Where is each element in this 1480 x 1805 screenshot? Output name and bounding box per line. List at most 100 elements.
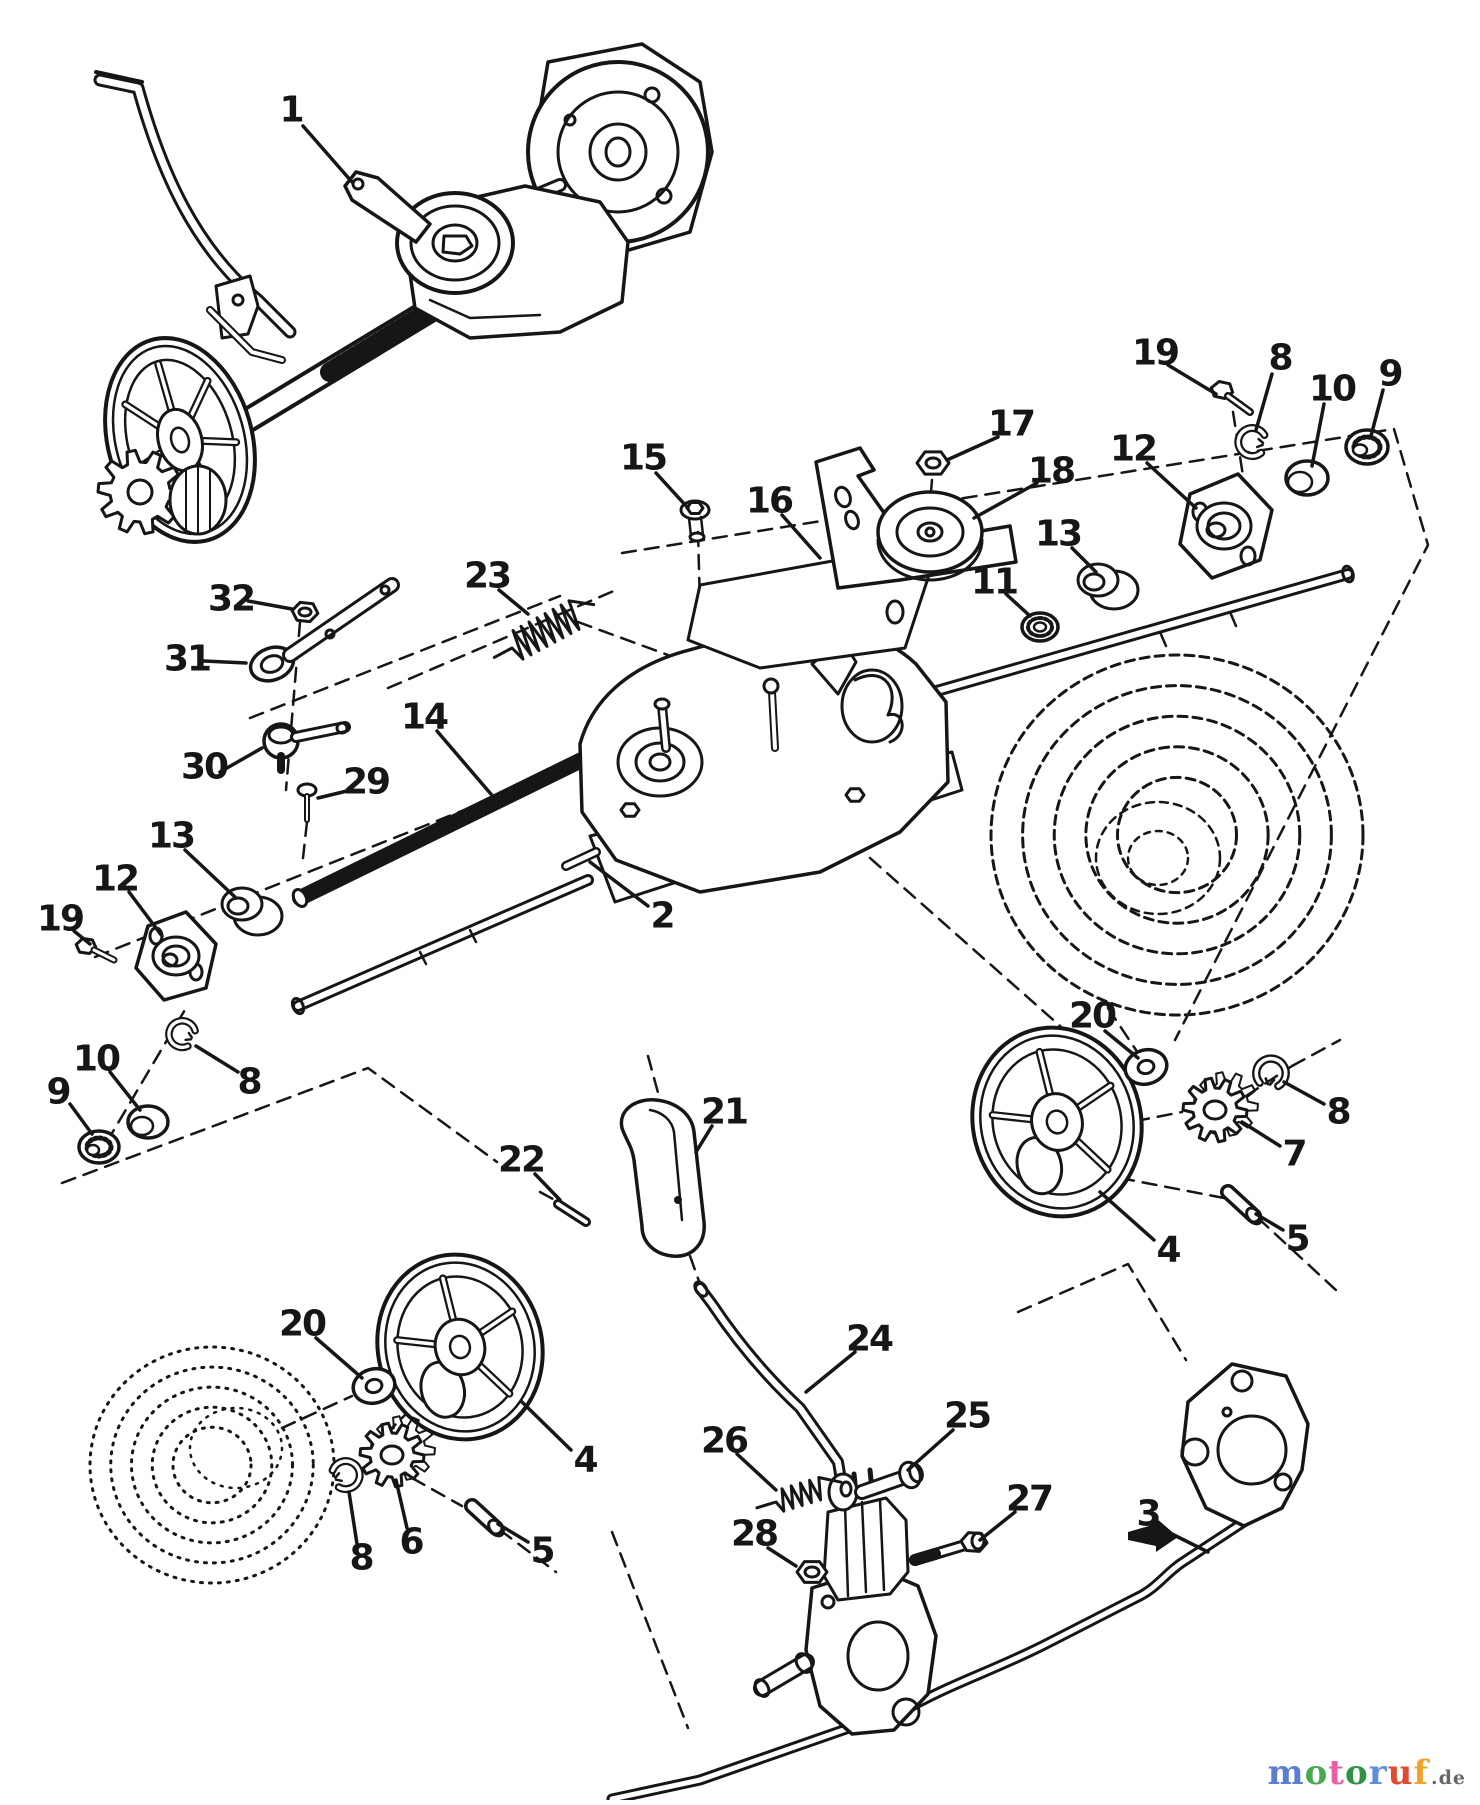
svg-text:2: 2	[650, 896, 673, 937]
callout-30: 30	[181, 746, 264, 788]
svg-text:23: 23	[464, 556, 510, 597]
svg-text:12: 12	[1110, 429, 1156, 470]
callout-20: 20	[1069, 996, 1140, 1060]
callout-13: 13	[148, 816, 238, 900]
svg-text:17: 17	[988, 404, 1034, 445]
callout-4: 4	[520, 1400, 599, 1481]
callout-9: 9	[1369, 354, 1404, 438]
svg-text:16: 16	[746, 481, 793, 522]
callout-28: 28	[731, 1514, 798, 1568]
callout-3: 3	[1128, 1494, 1210, 1554]
nut-28	[795, 1560, 829, 1584]
watermark-letter: o	[1304, 1753, 1329, 1793]
tire-right-hub	[1094, 800, 1222, 916]
callout-21: 21	[694, 1092, 749, 1154]
watermark-logo: motoruf.de	[1268, 1756, 1466, 1790]
svg-text:8: 8	[349, 1538, 372, 1579]
svg-text:22: 22	[498, 1140, 544, 1181]
callout-27: 27	[978, 1479, 1054, 1542]
svg-text:9: 9	[1378, 354, 1401, 395]
callout-5: 5	[496, 1522, 556, 1572]
pulley-18	[876, 490, 984, 574]
svg-text:19: 19	[1132, 333, 1178, 374]
watermark-suffix: .de	[1431, 1767, 1466, 1789]
svg-text:7: 7	[1282, 1134, 1305, 1175]
callout-11: 11	[971, 562, 1032, 618]
washer-20-right	[1123, 1047, 1169, 1087]
callout-32: 32	[208, 579, 294, 620]
callout-10: 10	[73, 1039, 142, 1112]
tire-right	[989, 653, 1365, 1017]
svg-text:12: 12	[92, 859, 138, 900]
idler-bracket-group	[679, 446, 1018, 670]
callout-9: 9	[46, 1072, 94, 1136]
svg-text:3: 3	[1136, 1494, 1159, 1535]
svg-text:4: 4	[1156, 1230, 1180, 1271]
watermark-letter: m	[1267, 1753, 1305, 1793]
axle-shaft	[290, 564, 1355, 1016]
callout-19: 19	[37, 899, 92, 946]
callout-8: 8	[194, 1044, 263, 1103]
callout-14: 14	[401, 697, 498, 802]
callout-29: 29	[316, 762, 391, 803]
wheel-right	[970, 1025, 1144, 1219]
svg-text:10: 10	[1309, 369, 1356, 410]
watermark-letter: f	[1413, 1753, 1429, 1793]
handle-grip-21	[619, 1098, 706, 1258]
spring-26	[755, 1476, 843, 1513]
left-linkage	[248, 577, 400, 823]
right-wheel-cluster	[970, 1025, 1288, 1226]
callout-16: 16	[746, 481, 822, 560]
watermark-letter: t	[1328, 1753, 1346, 1793]
spring-23	[492, 599, 596, 661]
gearbox	[561, 623, 964, 904]
svg-text:5: 5	[1285, 1219, 1308, 1260]
callout-6: 6	[394, 1478, 425, 1563]
svg-text:18: 18	[1028, 451, 1074, 492]
bracket-plate-right	[1180, 1362, 1310, 1528]
callout-26: 26	[701, 1421, 778, 1492]
svg-text:14: 14	[401, 697, 448, 738]
bottom-control-group	[553, 1098, 1310, 1805]
right-upper-hardware	[1020, 380, 1390, 643]
callout-layer: 1234455678888991010111212131314151617181…	[37, 90, 1404, 1579]
svg-text:21: 21	[701, 1092, 747, 1133]
callout-4: 4	[1098, 1190, 1182, 1271]
nut-32	[290, 600, 320, 624]
svg-text:31: 31	[164, 639, 210, 680]
svg-text:20: 20	[1069, 996, 1116, 1037]
callout-7: 7	[1240, 1120, 1308, 1175]
svg-text:29: 29	[343, 762, 389, 803]
callout-20: 20	[279, 1304, 364, 1380]
transaxle-assembly	[93, 42, 714, 544]
left-wheel-cluster	[331, 1252, 545, 1538]
svg-text:9: 9	[46, 1072, 69, 1113]
tire-right-hub-inner	[1126, 829, 1190, 887]
svg-text:1: 1	[279, 90, 302, 131]
svg-text:27: 27	[1006, 1479, 1052, 1520]
callout-5: 5	[1254, 1212, 1311, 1260]
callout-25: 25	[906, 1396, 992, 1472]
svg-text:25: 25	[944, 1396, 990, 1437]
callout-12: 12	[1110, 429, 1198, 510]
callout-18: 18	[972, 451, 1076, 520]
tire-left-hub	[188, 1406, 284, 1490]
svg-text:19: 19	[37, 899, 83, 940]
watermark-letter: o	[1345, 1753, 1369, 1793]
callout-12: 12	[92, 859, 164, 938]
svg-text:11: 11	[971, 562, 1017, 603]
callout-10: 10	[1309, 369, 1358, 468]
callout-24: 24	[804, 1319, 895, 1394]
svg-text:26: 26	[701, 1421, 748, 1462]
svg-text:15: 15	[620, 438, 666, 479]
svg-text:4: 4	[573, 1440, 597, 1481]
callout-23: 23	[464, 556, 530, 616]
watermark-letter: u	[1387, 1753, 1414, 1793]
callout-19: 19	[1132, 333, 1218, 396]
cup-washer-10	[1284, 459, 1330, 497]
svg-text:13: 13	[148, 816, 194, 857]
callout-8: 8	[1282, 1080, 1352, 1133]
left-bearing-stack	[74, 886, 284, 1165]
wheel-left	[375, 1252, 545, 1442]
